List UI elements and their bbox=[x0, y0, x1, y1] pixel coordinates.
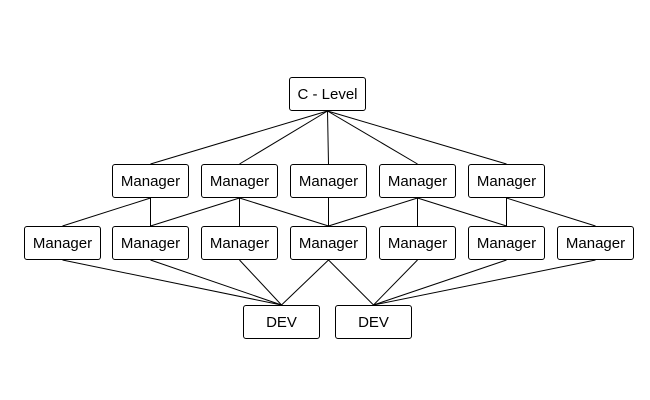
connector-line bbox=[373, 259, 418, 306]
connector-line bbox=[417, 197, 507, 227]
manager-node: Manager bbox=[379, 226, 456, 260]
manager-node: Manager bbox=[379, 164, 456, 198]
connector-line bbox=[328, 259, 374, 306]
manager-node: Manager bbox=[24, 226, 101, 260]
manager-node: Manager bbox=[112, 226, 189, 260]
connector-line bbox=[150, 259, 282, 306]
connector-line bbox=[373, 259, 507, 306]
connector-line bbox=[327, 110, 418, 165]
dev-node: DEV bbox=[335, 305, 412, 339]
manager-node: Manager bbox=[201, 226, 278, 260]
connector-line bbox=[328, 197, 418, 227]
connector-line bbox=[239, 110, 328, 165]
manager-node: Manager bbox=[468, 164, 545, 198]
manager-node: Manager bbox=[468, 226, 545, 260]
connector-line bbox=[150, 110, 328, 165]
connector-line bbox=[373, 259, 596, 306]
connector-line bbox=[150, 197, 240, 227]
connector-line bbox=[327, 110, 507, 165]
manager-node: Manager bbox=[201, 164, 278, 198]
c-level-node: C - Level bbox=[289, 77, 366, 111]
dev-node: DEV bbox=[243, 305, 320, 339]
connector-line bbox=[62, 197, 151, 227]
connector-line bbox=[281, 259, 329, 306]
connector-line bbox=[506, 197, 596, 227]
manager-node: Manager bbox=[557, 226, 634, 260]
connector-line bbox=[62, 259, 282, 306]
connector-line bbox=[327, 110, 329, 165]
connector-line bbox=[239, 197, 329, 227]
manager-node: Manager bbox=[112, 164, 189, 198]
connector-line bbox=[239, 259, 282, 306]
manager-node: Manager bbox=[290, 164, 367, 198]
manager-node: Manager bbox=[290, 226, 367, 260]
